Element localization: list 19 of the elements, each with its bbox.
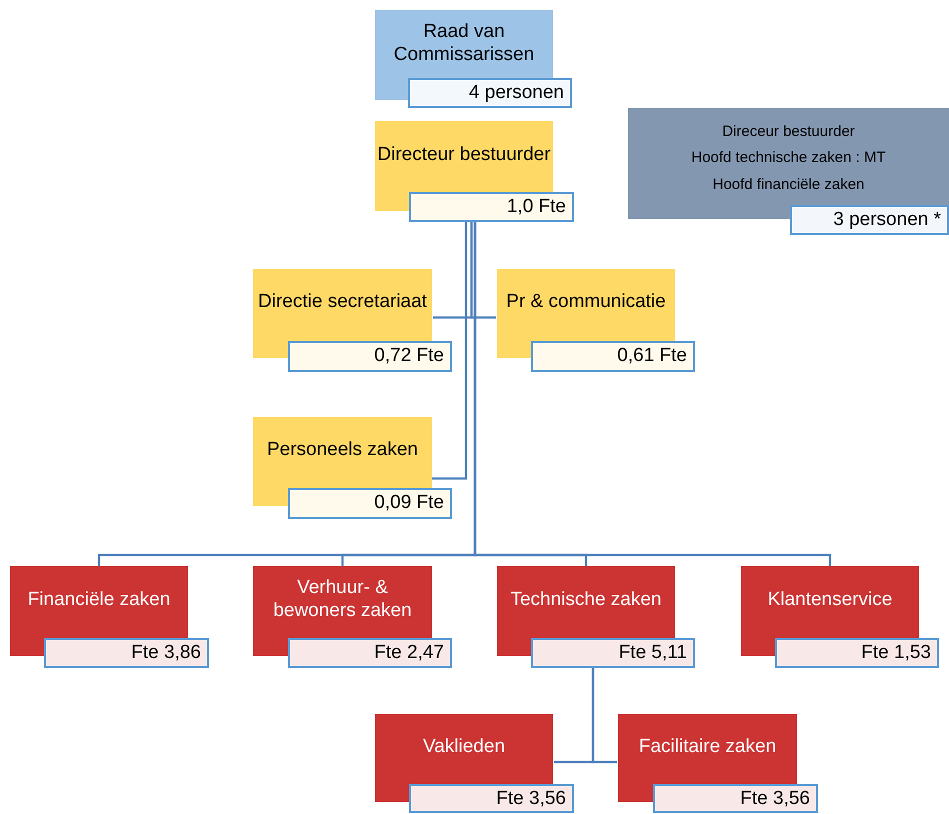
fte-field: 4 personen [408, 78, 572, 108]
fte-field: 0,72 Fte [288, 341, 452, 372]
connector-line [474, 222, 832, 566]
fte-field: Fte 3,56 [653, 784, 818, 813]
connector-line [592, 668, 617, 764]
fte-field: 0,61 Fte [531, 341, 695, 372]
fte-field: Fte 2,47 [288, 638, 452, 668]
fte-field: 0,09 Fte [288, 488, 452, 519]
fte-field: Fte 3,86 [44, 638, 209, 668]
connector-line [470, 222, 496, 319]
connector-line [432, 222, 468, 480]
fte-field: 1,0 Fte [409, 192, 574, 222]
member-text: Direceur bestuurder [722, 124, 855, 140]
fte-field: Fte 5,11 [531, 638, 695, 668]
fte-field: Fte 1,53 [775, 638, 939, 668]
fte-field: Fte 3,56 [409, 784, 574, 813]
fte-field: 3 personen * [790, 205, 949, 235]
member-text: Hoofd financiële zaken [712, 176, 864, 194]
member-text: Hoofd technische zaken : MT [691, 150, 886, 167]
